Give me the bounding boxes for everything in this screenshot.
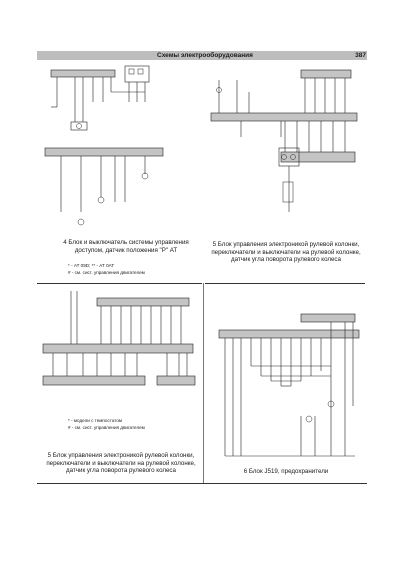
page-title: Схемы электрооборудования — [157, 52, 253, 59]
top-left-divider — [37, 283, 202, 284]
bottom-divider — [37, 483, 367, 484]
wiring-diagram-5b — [42, 291, 196, 386]
vertical-divider — [203, 283, 204, 483]
panel-4-caption: 4 Блок и выключатель системы управления … — [63, 239, 189, 254]
panel-4-note-2: # - см. сист. управления двигателем — [68, 270, 145, 275]
top-right-divider — [205, 283, 365, 284]
wiring-diagram-4 — [44, 65, 164, 226]
page-number: 387 — [355, 52, 366, 59]
panel-5a-caption: 5 Блок управления электроникой рулевой к… — [211, 241, 361, 264]
header-bar — [37, 51, 367, 60]
wiring-diagram-5a — [210, 69, 358, 212]
panel-5b-caption: 5 Блок управления электроникой рулевой к… — [46, 452, 196, 475]
panel-6-caption: 6 Блок J519, предохранители — [243, 468, 329, 475]
wiring-diagram-6 — [218, 313, 360, 457]
panel-4-note-1: * - АТ 09D; ** - АТ 0AT — [68, 263, 115, 268]
panel-5b-note-1: * - модели с темпостатом — [68, 418, 123, 423]
panel-5b-note-2: # - см. сист. управления двигателем — [68, 425, 145, 430]
